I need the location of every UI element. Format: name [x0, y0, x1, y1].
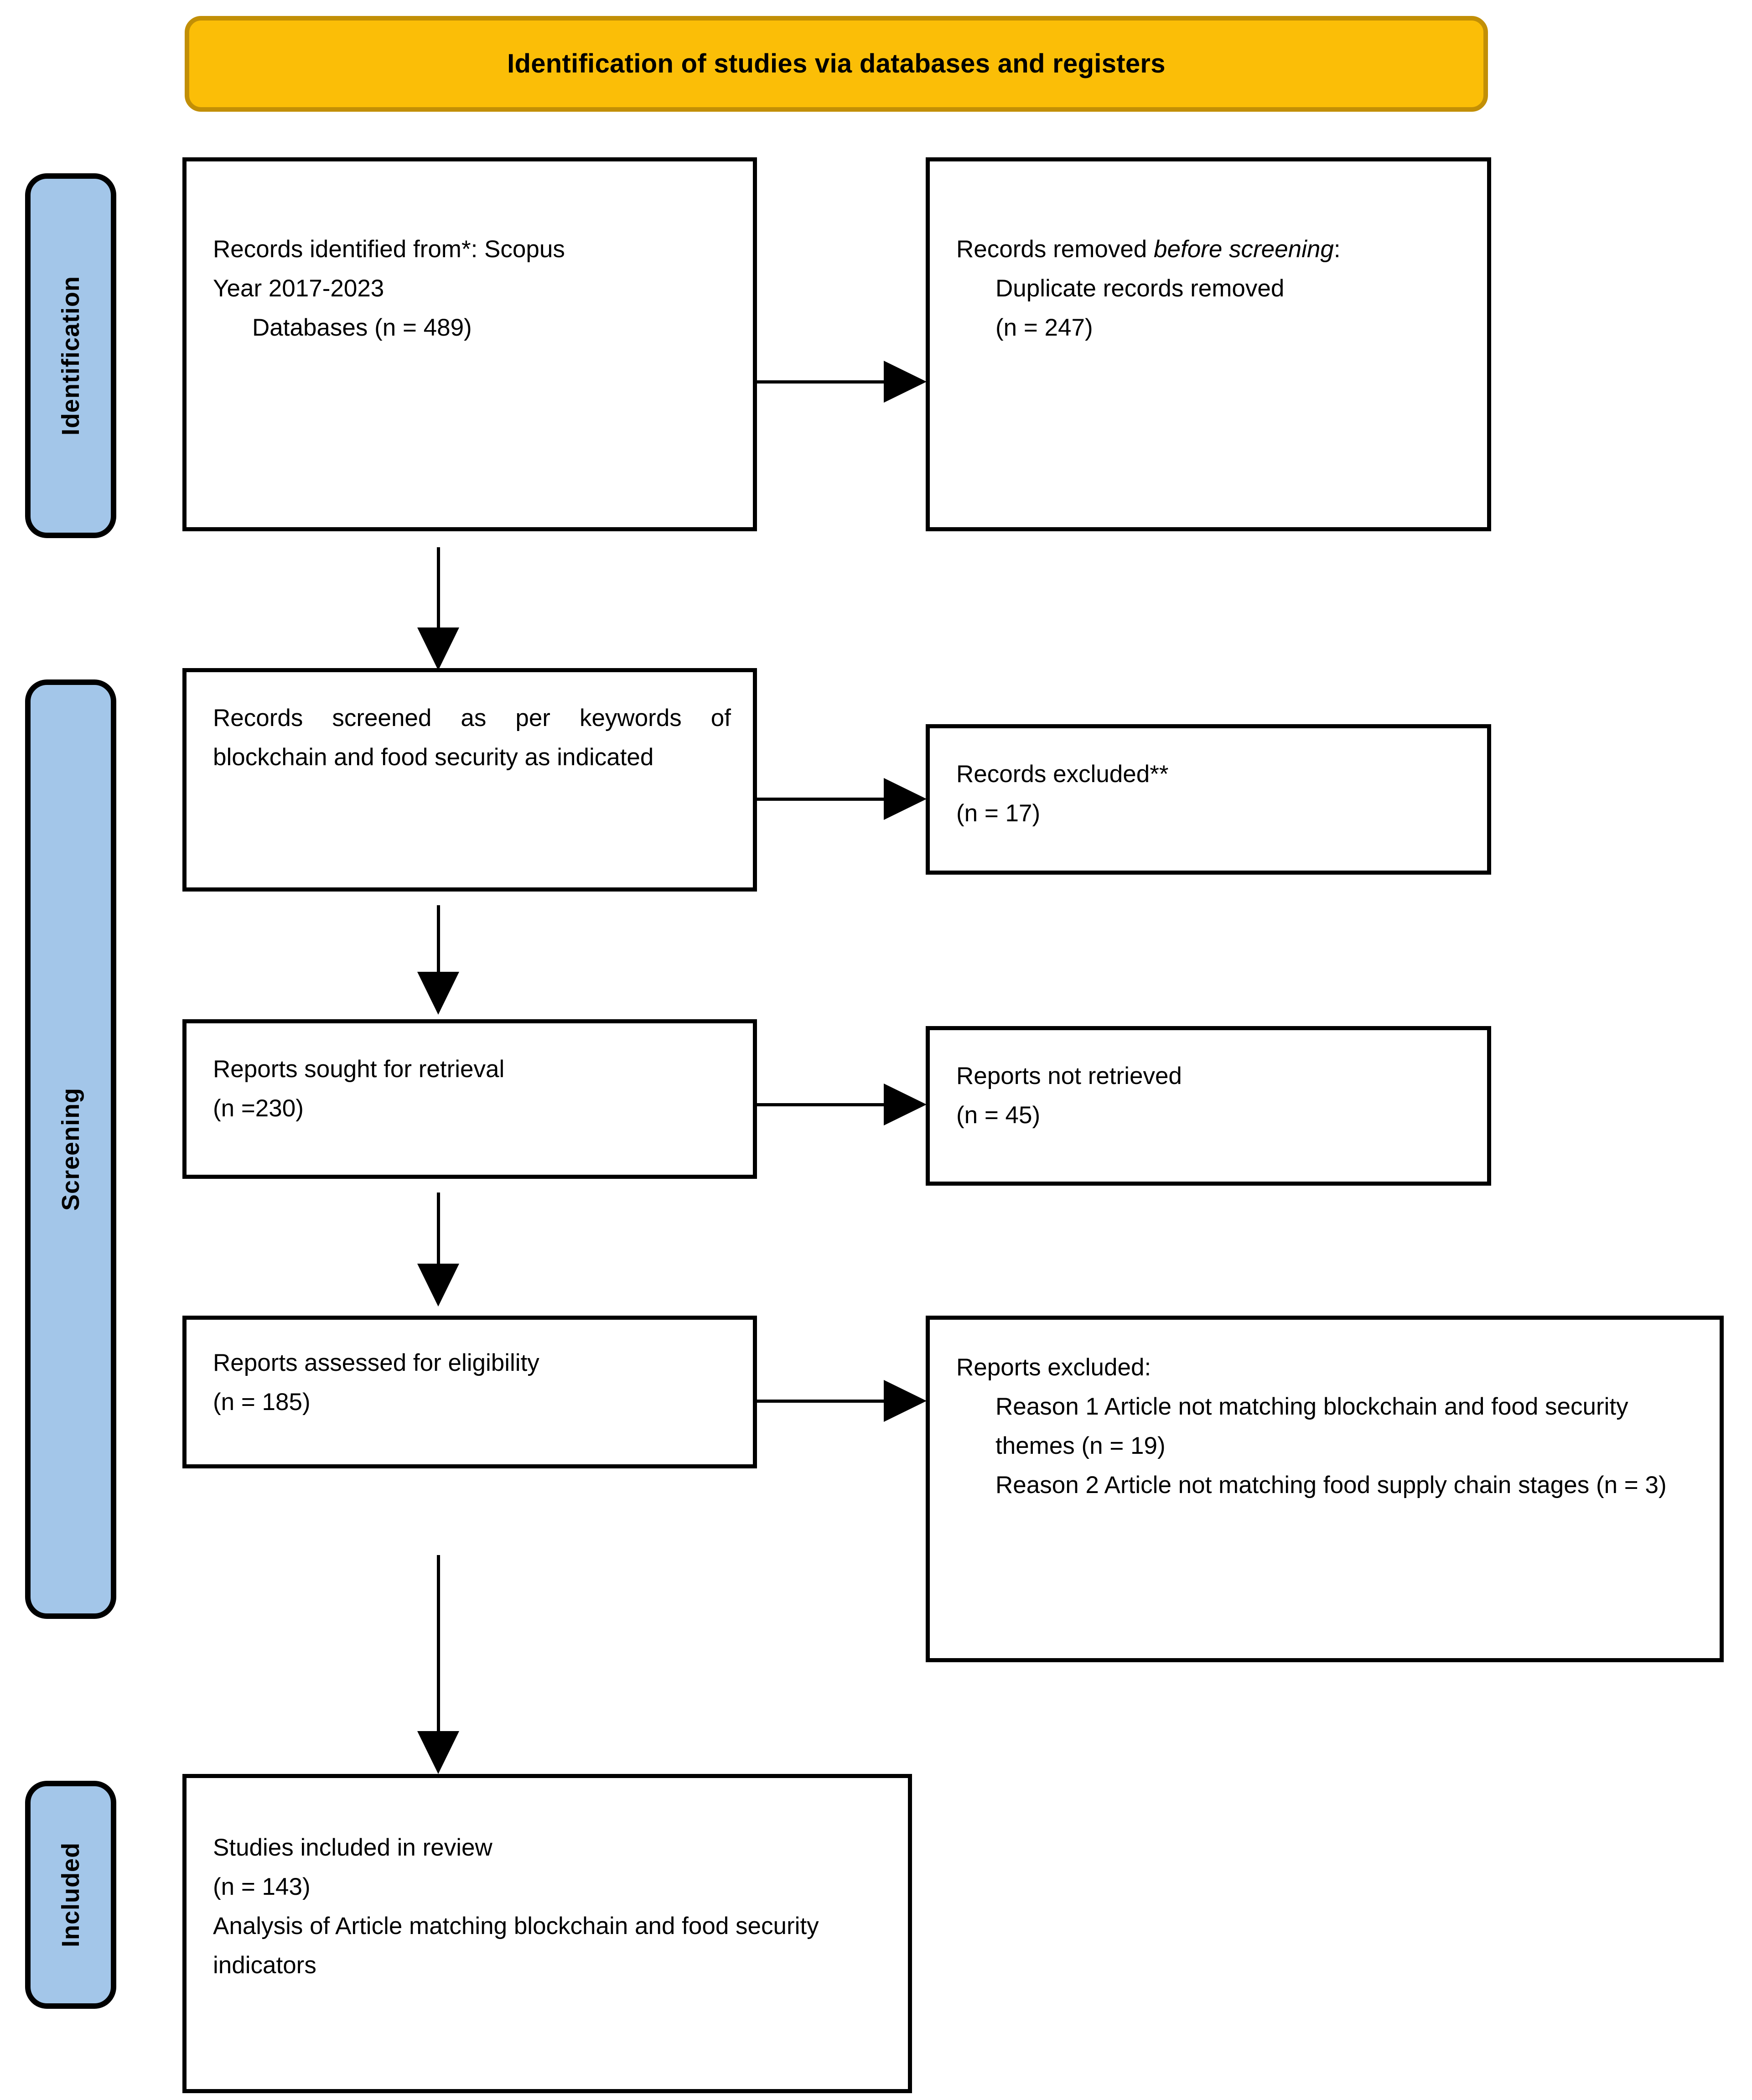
stage-label-included-text: Included	[57, 1842, 85, 1948]
arrow-identified-to-removed	[757, 360, 927, 403]
reports-assessed-line2: (n = 185)	[213, 1388, 311, 1416]
stage-label-identification-text: Identification	[57, 276, 84, 436]
records-removed-line3: (n = 247)	[995, 314, 1093, 341]
reports-sought-line1: Reports sought for retrieval	[213, 1056, 505, 1083]
studies-included-line1: Studies included in review	[213, 1834, 492, 1861]
records-excluded-line2: (n = 17)	[956, 799, 1041, 827]
arrow-identified-to-screened	[417, 547, 459, 670]
arrow-screened-to-excluded	[757, 778, 927, 820]
records-identified-line1: Records identified from*: Scopus	[213, 236, 565, 263]
arrow-assessed-to-excluded	[757, 1379, 927, 1422]
records-removed-line1: Records removed before screening:	[956, 230, 1465, 269]
arrow-sought-to-assessed	[417, 1193, 459, 1307]
box-records-excluded: Records excluded** (n = 17)	[926, 724, 1491, 875]
box-reports-excluded: Reports excluded: Reason 1 Article not m…	[926, 1316, 1724, 1662]
records-screened-text: Records screened as per keywords of bloc…	[213, 705, 731, 771]
reports-not-retrieved-line1: Reports not retrieved	[956, 1063, 1182, 1089]
reports-assessed-line1: Reports assessed for eligibility	[213, 1349, 539, 1376]
box-records-screened: Records screened as per keywords of bloc…	[182, 668, 757, 892]
arrow-sought-to-not-retrieved	[757, 1083, 927, 1126]
box-records-removed: Records removed before screening: Duplic…	[926, 157, 1491, 531]
box-reports-sought: Reports sought for retrieval (n =230)	[182, 1019, 757, 1179]
box-reports-not-retrieved: Reports not retrieved (n = 45)	[926, 1026, 1491, 1186]
diagram-header-banner: Identification of studies via databases …	[185, 16, 1488, 112]
records-identified-line3: Databases (n = 489)	[252, 314, 472, 341]
reports-excluded-line1: Reports excluded:	[956, 1354, 1151, 1381]
reports-sought-line2: (n =230)	[213, 1094, 304, 1122]
stage-label-identification: Identification	[25, 173, 116, 538]
records-removed-prefix: Records removed	[956, 236, 1154, 263]
box-studies-included: Studies included in review (n = 143) Ana…	[182, 1774, 912, 2093]
arrow-assessed-to-included	[417, 1555, 459, 1774]
reports-excluded-reason-2: Reason 2 Article not matching food suppl…	[995, 1471, 1667, 1499]
stage-label-screening-text: Screening	[57, 1087, 84, 1211]
box-reports-assessed: Reports assessed for eligibility (n = 18…	[182, 1316, 757, 1468]
records-identified-line2: Year 2017-2023	[213, 275, 384, 302]
stage-label-included: Included	[25, 1781, 116, 2009]
records-removed-line2: Duplicate records removed	[995, 275, 1285, 302]
stage-label-screening: Screening	[25, 679, 116, 1619]
studies-included-line2: (n = 143)	[213, 1873, 311, 1900]
studies-included-line3: Analysis of Article matching blockchain …	[213, 1912, 819, 1979]
records-removed-emphasis: before screening	[1154, 236, 1334, 263]
records-removed-colon: :	[1333, 236, 1341, 263]
reports-not-retrieved-line2: (n = 45)	[956, 1101, 1041, 1129]
reports-excluded-reason-1: Reason 1 Article not matching blockchain…	[995, 1393, 1628, 1459]
box-records-identified: Records identified from*: Scopus Year 20…	[182, 157, 757, 531]
diagram-title: Identification of studies via databases …	[507, 49, 1166, 79]
records-excluded-line1: Records excluded**	[956, 761, 1169, 788]
arrow-screened-to-sought	[417, 905, 459, 1015]
